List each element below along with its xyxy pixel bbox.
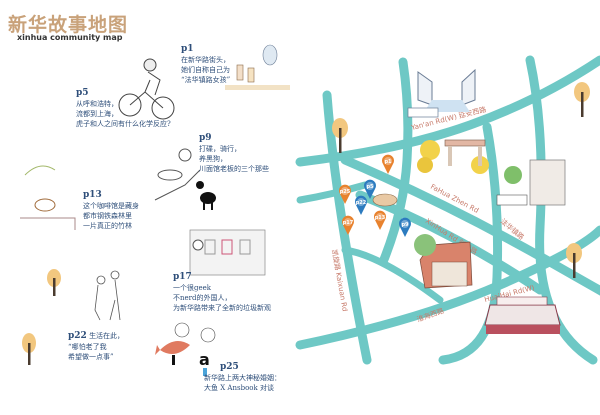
road-yanan bbox=[295, 55, 600, 167]
story-text: 生活在此， “哪怕老了我 希望做一点事” bbox=[68, 332, 125, 361]
pin-label: p5 bbox=[366, 184, 374, 190]
story-id: p13 bbox=[83, 190, 102, 200]
tree-icon bbox=[574, 82, 590, 117]
pin-marker-icon bbox=[382, 154, 394, 174]
landmark-brick-house bbox=[414, 234, 473, 289]
story-pins: p1 p25 p5 p22 p17 p13 p9 bbox=[339, 154, 411, 237]
map-pin-p1[interactable]: p1 bbox=[382, 154, 394, 174]
pin-marker-icon bbox=[339, 184, 351, 204]
story-p25[interactable]: p25 新华路上两大神秘婚姻： 大鱼 X Ansbook 对谈 bbox=[204, 362, 281, 393]
food-plate bbox=[372, 193, 398, 207]
story-text: 一个很geek 不nerd的外国人， 为新华路带来了全新的垃圾新观 bbox=[173, 284, 271, 312]
story-p1[interactable]: p1 在新华路街头， 她们自称自己为 “法华镇路女孩” bbox=[181, 44, 230, 85]
pin-label: p22 bbox=[356, 200, 367, 206]
story-text: 在新华路街头， 她们自称自己为 “法华镇路女孩” bbox=[181, 56, 231, 84]
svg-text:a: a bbox=[199, 350, 210, 369]
story-p13[interactable]: p13 这个咖啡馆是藏身 都市钢铁森林里 一片真正的竹林 bbox=[83, 190, 139, 231]
tree-icon bbox=[22, 333, 36, 365]
story-id: p22 bbox=[68, 331, 87, 341]
pin-label: p1 bbox=[384, 159, 392, 165]
pin-marker-icon bbox=[354, 195, 368, 215]
road-west bbox=[296, 181, 369, 204]
story-id: p25 bbox=[220, 362, 239, 372]
road-south bbox=[341, 246, 444, 304]
trees bbox=[22, 82, 590, 365]
map-pin-p25[interactable]: p25 bbox=[339, 184, 351, 204]
illustration-recycling-bins bbox=[189, 229, 266, 276]
road-kaixuan bbox=[322, 90, 372, 365]
pin-marker-icon bbox=[342, 215, 354, 235]
story-id: p9 bbox=[199, 133, 212, 143]
illustration-drinks bbox=[225, 44, 290, 90]
story-id: p1 bbox=[181, 44, 194, 54]
map-pin-p9[interactable]: p9 bbox=[399, 217, 411, 237]
road-middle bbox=[438, 122, 503, 365]
story-p9[interactable]: p9 打碟，骑行， 养黑狗， 川面馆老板的三个那些 bbox=[199, 133, 269, 174]
landmark-film-art-centre bbox=[484, 296, 561, 334]
map-pin-p13[interactable]: p13 bbox=[374, 210, 387, 230]
illustration-coffee bbox=[20, 165, 76, 230]
pin-marker-icon bbox=[363, 179, 377, 199]
map-pin-p5[interactable]: p5 bbox=[363, 179, 377, 199]
story-p22[interactable]: p22 生活在此， “哪怕老了我 希望做一点事” bbox=[68, 331, 124, 362]
story-id: p5 bbox=[76, 88, 89, 98]
pin-marker-icon bbox=[374, 210, 387, 230]
pin-marker-icon bbox=[399, 217, 411, 237]
landmark-columbia-circle bbox=[407, 68, 476, 118]
illustration-man-with-dog bbox=[154, 148, 216, 210]
story-text: 新华路上两大神秘婚姻： 大鱼 X Ansbook 对谈 bbox=[204, 374, 281, 392]
landmark-temple-gate bbox=[417, 139, 489, 174]
story-text: 从呼和浩特， 流都到上海， 虎子和人之间有什么化学反应? bbox=[76, 100, 171, 128]
tree-icon bbox=[47, 269, 61, 296]
map-title: 新华故事地图 bbox=[8, 14, 129, 36]
pin-label: p25 bbox=[340, 189, 351, 195]
map-pin-p22[interactable]: p22 bbox=[354, 195, 368, 215]
illustration-fish-and-a: a bbox=[155, 322, 216, 376]
story-text: 打碟，骑行， 养黑狗， 川面馆老板的三个那些 bbox=[199, 145, 269, 173]
story-text: 这个咖啡馆是藏身 都市钢铁森林里 一片真正的竹林 bbox=[83, 202, 139, 230]
pin-label: p17 bbox=[343, 220, 354, 226]
tree-icon bbox=[332, 118, 348, 153]
pin-label: p9 bbox=[401, 222, 409, 228]
tree-icon bbox=[566, 243, 582, 278]
road-panyu bbox=[378, 57, 413, 267]
illustration-bicycle bbox=[118, 58, 175, 120]
pin-label: p13 bbox=[375, 215, 386, 221]
map-pin-p17[interactable]: p17 bbox=[342, 215, 354, 235]
landmark-tower-buildings bbox=[496, 159, 566, 206]
illustration-elderly-couple bbox=[94, 270, 121, 321]
story-id: p17 bbox=[173, 272, 192, 282]
story-p17[interactable]: p17 一个很geek 不nerd的外国人， 为新华路带来了全新的垃圾新观 bbox=[173, 272, 271, 313]
road-right bbox=[525, 55, 598, 365]
story-p5[interactable]: p5 从呼和浩特， 流都到上海， 虎子和人之间有什么化学反应? bbox=[76, 88, 171, 129]
map-subtitle: xinhua community map bbox=[17, 33, 123, 42]
